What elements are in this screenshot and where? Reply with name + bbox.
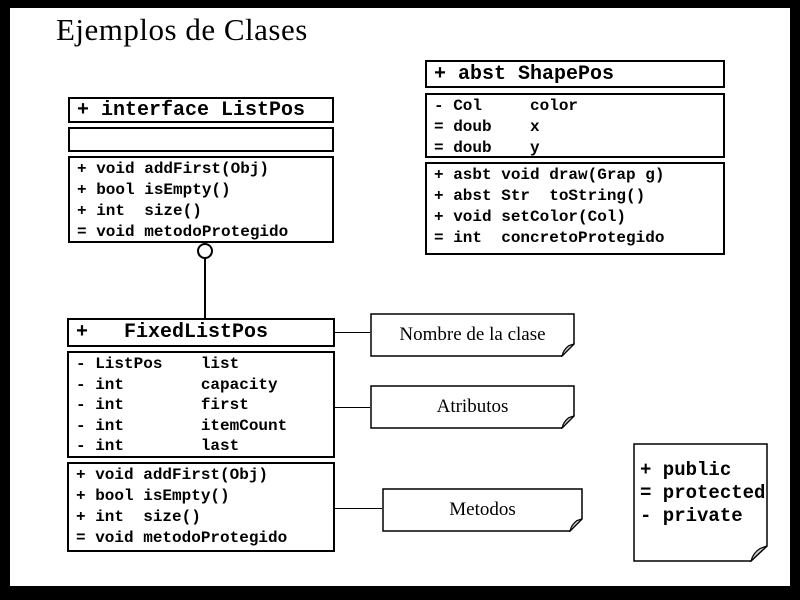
shapepos-header-box: + abst ShapePos: [425, 60, 725, 88]
fixedlistpos-methods-box: + void addFirst(Obj) + bool isEmpty() + …: [67, 462, 335, 552]
method-row: + bool isEmpty(): [76, 487, 230, 505]
fixedlistpos-header-box: + FixedListPos: [67, 318, 335, 347]
folded-corner-icon: [382, 488, 583, 532]
attributes-note-connector-line: [334, 407, 370, 408]
attribute-row: - int last: [76, 437, 240, 455]
shapepos-attributes-box: - Col color = doub x = doub y: [425, 93, 725, 158]
listpos-header-label: + interface ListPos: [77, 98, 306, 122]
method-row: + int size(): [76, 508, 201, 526]
methods-note-label: Metodos: [449, 499, 516, 520]
method-row: = int concretoProtegido: [434, 229, 665, 247]
shapepos-header-label: + abst ShapePos: [434, 62, 615, 86]
method-row: = void metodoProtegido: [77, 223, 289, 241]
method-row: + int size(): [77, 202, 202, 220]
classname-note: Nombre de la clase: [370, 313, 575, 357]
listpos-header-box: + interface ListPos: [68, 97, 334, 123]
method-row: + void setColor(Col): [434, 208, 627, 226]
fixedlistpos-header-label: + FixedListPos: [76, 321, 269, 344]
attribute-row: - ListPos list: [76, 355, 240, 373]
method-row: = void metodoProtegido: [76, 529, 288, 547]
method-row: + void addFirst(Obj): [77, 160, 270, 178]
attribute-row: - int capacity: [76, 375, 278, 394]
folded-corner-icon: [370, 313, 575, 357]
fixedlistpos-attributes-box: - ListPos list - int capacity - int firs…: [67, 351, 335, 458]
attribute-row: = doub y: [434, 139, 540, 157]
method-row: + abst Str toString(): [434, 187, 646, 205]
shapepos-methods-box: + asbt void draw(Grap g) + abst Str toSt…: [425, 162, 725, 255]
visibility-legend-note: + public = protected - private: [633, 443, 768, 562]
method-row: + bool isEmpty(): [77, 181, 231, 199]
legend-row: - private: [640, 505, 743, 527]
legend-row: + public: [640, 459, 732, 481]
attributes-note-label: Atributos: [436, 396, 509, 417]
listpos-methods-box: + void addFirst(Obj) + bool isEmpty() + …: [68, 156, 334, 243]
interface-connector-line: [204, 258, 206, 319]
method-row: + void addFirst(Obj): [76, 466, 269, 484]
attributes-note: Atributos: [370, 385, 575, 429]
attribute-row: - int first: [76, 396, 249, 414]
classname-note-label: Nombre de la clase: [399, 324, 546, 345]
attribute-row: = doub x: [434, 118, 540, 136]
attribute-row: - Col color: [434, 97, 579, 115]
classname-note-connector-line: [334, 332, 370, 333]
attribute-row: - int itemCount: [76, 416, 288, 435]
methods-note: Metodos: [382, 488, 583, 532]
page-title: Ejemplos de Clases: [56, 12, 308, 47]
interface-lollipop-icon: [197, 243, 213, 259]
folded-corner-icon: [633, 443, 768, 562]
folded-corner-icon: [370, 385, 575, 429]
method-row: + asbt void draw(Grap g): [434, 166, 665, 184]
listpos-attributes-box: [68, 127, 334, 152]
legend-row: = protected: [640, 482, 766, 504]
methods-note-connector-line: [334, 508, 382, 509]
visibility-legend-rows: + public = protected - private: [633, 443, 768, 528]
